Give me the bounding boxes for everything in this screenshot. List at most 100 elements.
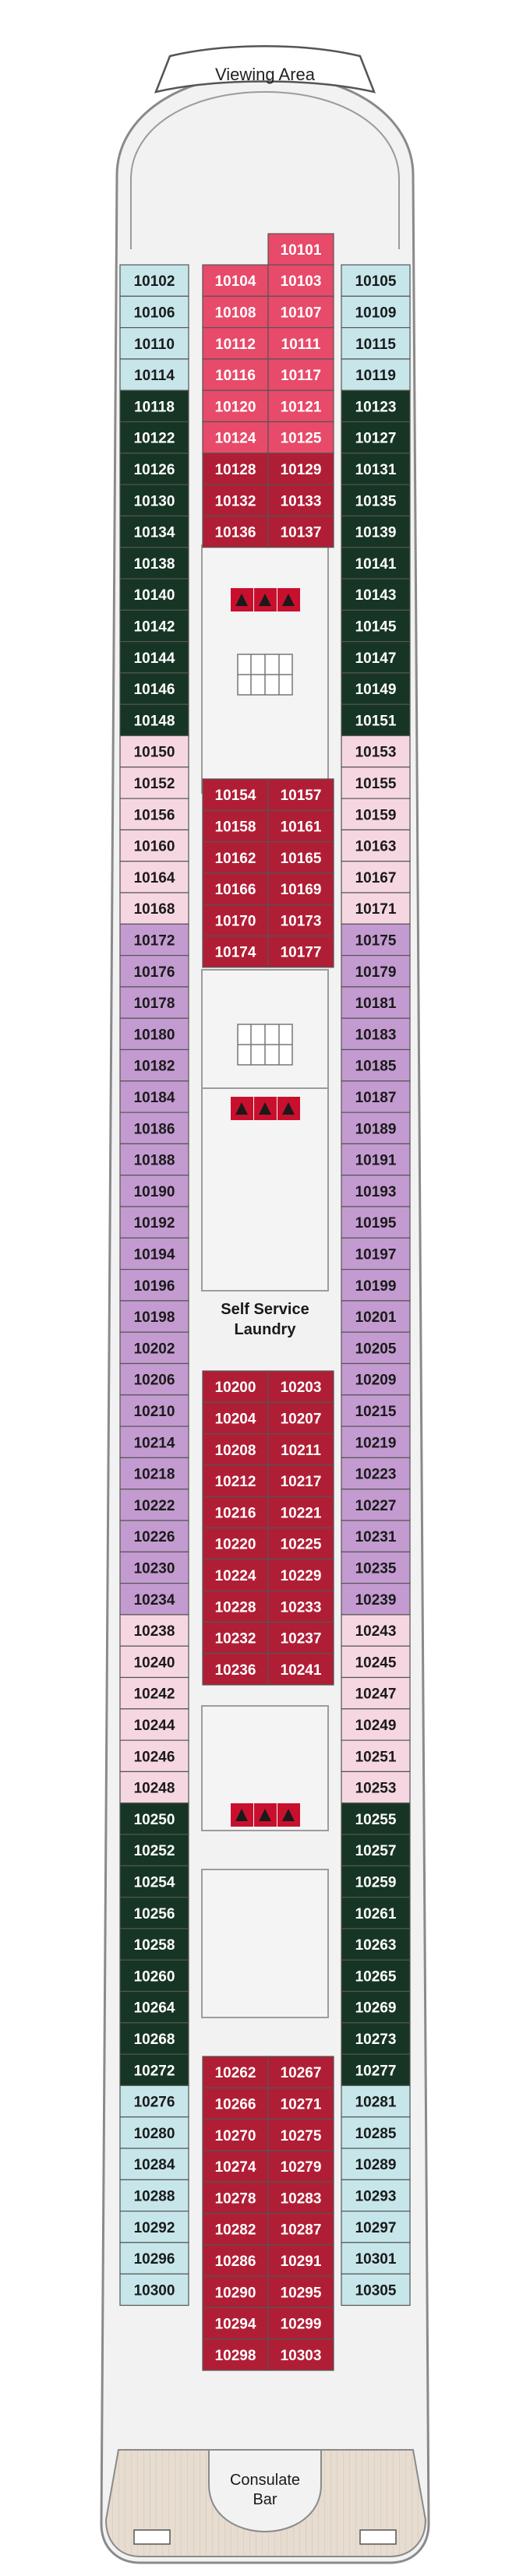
cabin-10185[interactable]: 10185: [341, 1048, 411, 1082]
cabin-10303[interactable]: 10303: [267, 2338, 334, 2371]
cabin-10184[interactable]: 10184: [119, 1080, 189, 1113]
cabin-10171[interactable]: 10171: [341, 892, 411, 925]
cabin-10110[interactable]: 10110: [119, 327, 189, 360]
cabin-10161[interactable]: 10161: [267, 809, 334, 843]
cabin-10197[interactable]: 10197: [341, 1237, 411, 1270]
cabin-10254[interactable]: 10254: [119, 1865, 189, 1898]
cabin-10244[interactable]: 10244: [119, 1708, 189, 1741]
cabin-10259[interactable]: 10259: [341, 1865, 411, 1898]
cabin-10139[interactable]: 10139: [341, 515, 411, 548]
cabin-10122[interactable]: 10122: [119, 421, 189, 454]
cabin-10287[interactable]: 10287: [267, 2212, 334, 2246]
cabin-10207[interactable]: 10207: [267, 1401, 334, 1435]
cabin-10135[interactable]: 10135: [341, 484, 411, 516]
cabin-10141[interactable]: 10141: [341, 547, 411, 580]
cabin-10238[interactable]: 10238: [119, 1614, 189, 1647]
cabin-10175[interactable]: 10175: [341, 923, 411, 957]
cabin-10217[interactable]: 10217: [267, 1464, 334, 1497]
cabin-10150[interactable]: 10150: [119, 735, 189, 768]
cabin-10163[interactable]: 10163: [341, 829, 411, 862]
cabin-10177[interactable]: 10177: [267, 935, 334, 968]
cabin-10235[interactable]: 10235: [341, 1551, 411, 1584]
cabin-10117[interactable]: 10117: [267, 358, 334, 391]
cabin-10246[interactable]: 10246: [119, 1739, 189, 1773]
cabin-10194[interactable]: 10194: [119, 1237, 189, 1270]
cabin-10123[interactable]: 10123: [341, 389, 411, 423]
cabin-10241[interactable]: 10241: [267, 1653, 334, 1686]
cabin-10119[interactable]: 10119: [341, 358, 411, 391]
cabin-10127[interactable]: 10127: [341, 421, 411, 454]
cabin-10202[interactable]: 10202: [119, 1331, 189, 1365]
cabin-10269[interactable]: 10269: [341, 1990, 411, 2024]
cabin-10260[interactable]: 10260: [119, 1959, 189, 1993]
cabin-10145[interactable]: 10145: [341, 609, 411, 643]
cabin-10222[interactable]: 10222: [119, 1489, 189, 1521]
cabin-10121[interactable]: 10121: [267, 389, 334, 423]
cabin-10293[interactable]: 10293: [341, 2179, 411, 2212]
cabin-10245[interactable]: 10245: [341, 1645, 411, 1679]
cabin-10294[interactable]: 10294: [202, 2306, 269, 2340]
cabin-10253[interactable]: 10253: [341, 1771, 411, 1804]
cabin-10137[interactable]: 10137: [267, 515, 334, 548]
cabin-10298[interactable]: 10298: [202, 2338, 269, 2371]
cabin-10286[interactable]: 10286: [202, 2244, 269, 2277]
cabin-10191[interactable]: 10191: [341, 1143, 411, 1176]
cabin-10257[interactable]: 10257: [341, 1834, 411, 1866]
cabin-10153[interactable]: 10153: [341, 735, 411, 768]
cabin-10231[interactable]: 10231: [341, 1520, 411, 1552]
cabin-10242[interactable]: 10242: [119, 1676, 189, 1710]
cabin-10214[interactable]: 10214: [119, 1425, 189, 1458]
cabin-10179[interactable]: 10179: [341, 954, 411, 988]
cabin-10301[interactable]: 10301: [341, 2242, 411, 2275]
cabin-10104[interactable]: 10104: [202, 264, 269, 297]
cabin-10170[interactable]: 10170: [202, 904, 269, 937]
cabin-10236[interactable]: 10236: [202, 1653, 269, 1686]
cabin-10106[interactable]: 10106: [119, 295, 189, 329]
cabin-10243[interactable]: 10243: [341, 1614, 411, 1647]
cabin-10211[interactable]: 10211: [267, 1432, 334, 1466]
cabin-10143[interactable]: 10143: [341, 578, 411, 611]
cabin-10199[interactable]: 10199: [341, 1268, 411, 1302]
cabin-10206[interactable]: 10206: [119, 1362, 189, 1396]
cabin-10275[interactable]: 10275: [267, 2119, 334, 2151]
cabin-10228[interactable]: 10228: [202, 1590, 269, 1623]
cabin-10158[interactable]: 10158: [202, 809, 269, 843]
cabin-10251[interactable]: 10251: [341, 1739, 411, 1773]
cabin-10216[interactable]: 10216: [202, 1496, 269, 1529]
cabin-10173[interactable]: 10173: [267, 904, 334, 937]
cabin-10267[interactable]: 10267: [267, 2056, 334, 2088]
cabin-10118[interactable]: 10118: [119, 389, 189, 423]
cabin-10227[interactable]: 10227: [341, 1489, 411, 1521]
cabin-10112[interactable]: 10112: [202, 327, 269, 360]
cabin-10181[interactable]: 10181: [341, 986, 411, 1019]
cabin-10252[interactable]: 10252: [119, 1834, 189, 1866]
cabin-10108[interactable]: 10108: [202, 295, 269, 329]
cabin-10270[interactable]: 10270: [202, 2119, 269, 2151]
cabin-10273[interactable]: 10273: [341, 2022, 411, 2055]
cabin-10172[interactable]: 10172: [119, 923, 189, 957]
cabin-10285[interactable]: 10285: [341, 2116, 411, 2149]
cabin-10203[interactable]: 10203: [267, 1370, 334, 1403]
cabin-10125[interactable]: 10125: [267, 421, 334, 454]
cabin-10176[interactable]: 10176: [119, 954, 189, 988]
cabin-10160[interactable]: 10160: [119, 829, 189, 862]
cabin-10299[interactable]: 10299: [267, 2306, 334, 2340]
cabin-10109[interactable]: 10109: [341, 295, 411, 329]
cabin-10277[interactable]: 10277: [341, 2053, 411, 2087]
cabin-10249[interactable]: 10249: [341, 1708, 411, 1741]
cabin-10130[interactable]: 10130: [119, 484, 189, 516]
cabin-10193[interactable]: 10193: [341, 1175, 411, 1207]
cabin-10114[interactable]: 10114: [119, 358, 189, 391]
cabin-10250[interactable]: 10250: [119, 1802, 189, 1835]
cabin-10142[interactable]: 10142: [119, 609, 189, 643]
cabin-10103[interactable]: 10103: [267, 264, 334, 297]
cabin-10146[interactable]: 10146: [119, 672, 189, 705]
cabin-10237[interactable]: 10237: [267, 1621, 334, 1654]
cabin-10229[interactable]: 10229: [267, 1559, 334, 1591]
cabin-10272[interactable]: 10272: [119, 2053, 189, 2087]
cabin-10234[interactable]: 10234: [119, 1582, 189, 1616]
cabin-10210[interactable]: 10210: [119, 1394, 189, 1427]
cabin-10233[interactable]: 10233: [267, 1590, 334, 1623]
cabin-10292[interactable]: 10292: [119, 2211, 189, 2243]
cabin-10283[interactable]: 10283: [267, 2181, 334, 2215]
